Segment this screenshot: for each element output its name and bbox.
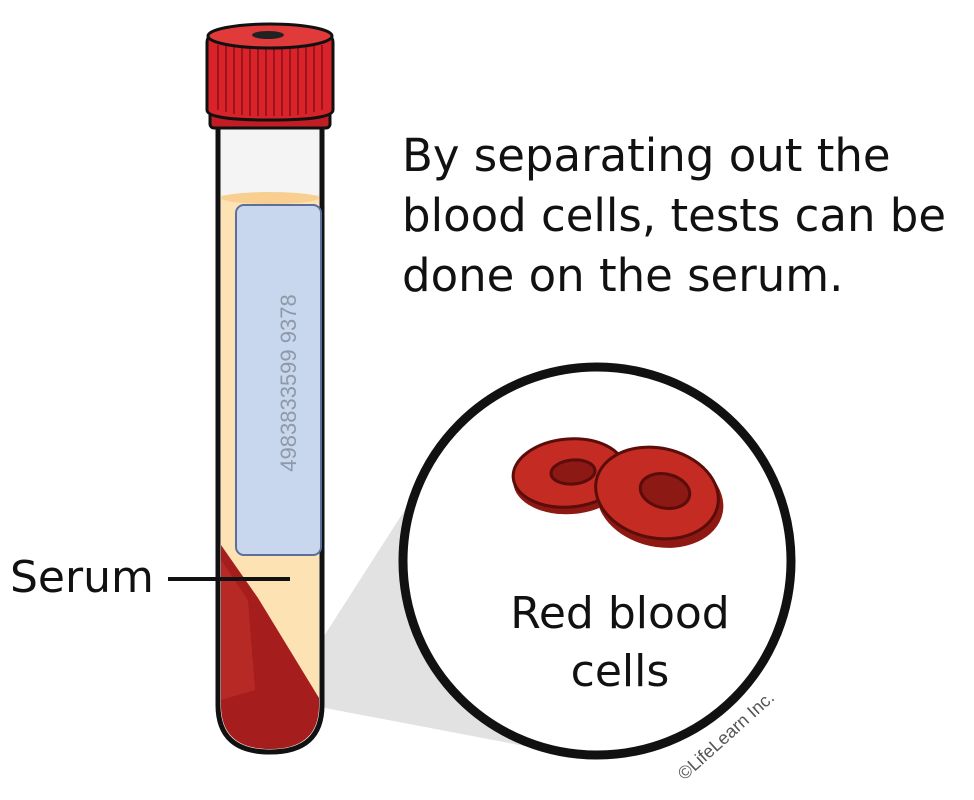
caption-line: blood cells, tests can be [402,189,947,242]
blood-highlight [221,560,255,700]
tube-sticker [235,204,322,556]
serum-label: Serum [10,552,154,603]
red-blood-cell [594,445,724,548]
caption-line: done on the serum. [402,249,844,302]
caption-line: By separating out the [402,129,891,182]
diagram-caption: By separating out the blood cells, tests… [402,126,962,306]
cap-hole [252,31,284,39]
tube-sticker-number: 4983833599 9378 [276,294,301,471]
serum-surface [221,192,319,204]
red-blood-cells-label: Red blood cells [470,585,770,701]
red-blood-cells-label-line: Red blood [510,588,730,639]
red-blood-cells-label-line: cells [570,646,670,697]
cap-ridges [217,45,323,116]
blood-layer [221,545,319,749]
